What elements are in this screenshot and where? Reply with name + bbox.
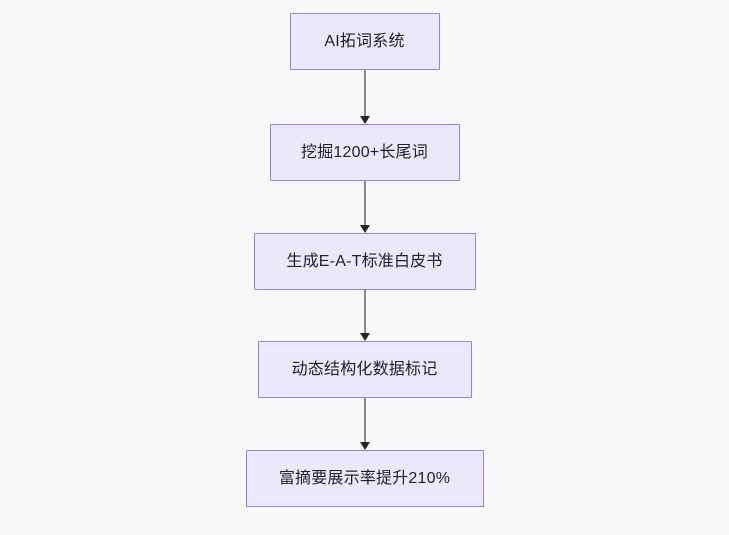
edge-line [363,398,366,442]
flowchart-node-label: 动态结构化数据标记 [291,360,438,378]
flowchart-node-label: 生成E-A-T标准白皮书 [286,252,443,270]
flowchart-node-n5[interactable]: 富摘要展示率提升210% [245,450,484,507]
flowchart-node-n4[interactable]: 动态结构化数据标记 [257,341,472,398]
edge-line [363,181,366,225]
flowchart-node-label: AI拓词系统 [324,32,405,50]
flowchart-edge-n1-n2 [359,70,371,124]
arrow-down-icon [359,333,370,341]
arrow-down-icon [359,442,370,450]
flowchart-node-label: 富摘要展示率提升210% [278,469,451,487]
flowchart-node-n2[interactable]: 挖掘1200+长尾词 [269,124,460,181]
flowchart-edge-n2-n3 [359,181,371,233]
flowchart-node-n1[interactable]: AI拓词系统 [289,13,440,70]
flowchart-node-label: 挖掘1200+长尾词 [301,143,428,161]
arrow-down-icon [359,116,370,124]
flowchart-edge-n4-n5 [359,398,371,450]
flowchart-node-n3[interactable]: 生成E-A-T标准白皮书 [253,233,476,290]
arrow-down-icon [359,225,370,233]
edge-line [363,70,366,116]
edge-line [363,290,366,333]
flowchart-edge-n3-n4 [359,290,371,341]
